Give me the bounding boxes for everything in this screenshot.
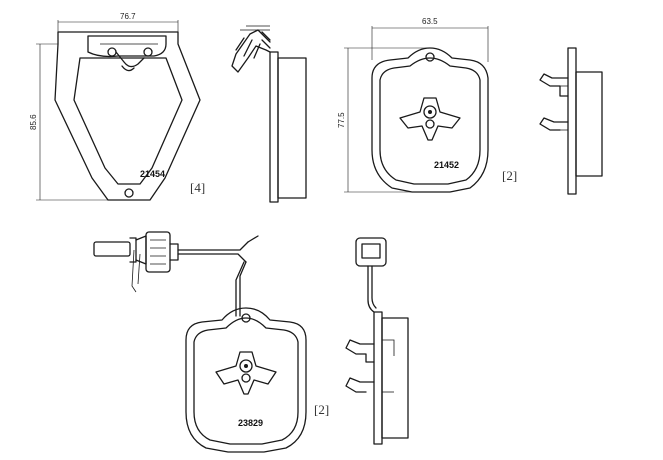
anti-squeal-clip-icon (215, 351, 277, 395)
width-dimension-21454: 76.7 (120, 12, 136, 21)
pad-21454-front-view: 76.7 85.6 21454 (29, 12, 201, 201)
anti-squeal-clip-icon (399, 97, 461, 141)
width-dimension-21452: 63.5 (422, 17, 438, 26)
pad-21452-side-view (539, 47, 603, 195)
pad-21454-side-view (231, 25, 307, 203)
height-dimension-21452: 77.5 (337, 112, 346, 128)
pad-23829-side-view (345, 237, 409, 445)
part-number-21452: 21452 (434, 160, 459, 170)
wear-sensor-cable (93, 231, 259, 317)
part-number-21454: 21454 (140, 169, 165, 179)
pad-21452-front-view: 63.5 77.5 21452 (337, 17, 489, 193)
quantity-label-21452: [2] (502, 168, 517, 183)
part-number-23829: 23829 (238, 418, 263, 428)
pad-23829-front-view: 23829 (185, 307, 307, 453)
height-dimension-21454: 85.6 (29, 114, 38, 130)
quantity-label-23829: [2] (314, 402, 329, 417)
quantity-label-21454: [4] (190, 180, 205, 195)
